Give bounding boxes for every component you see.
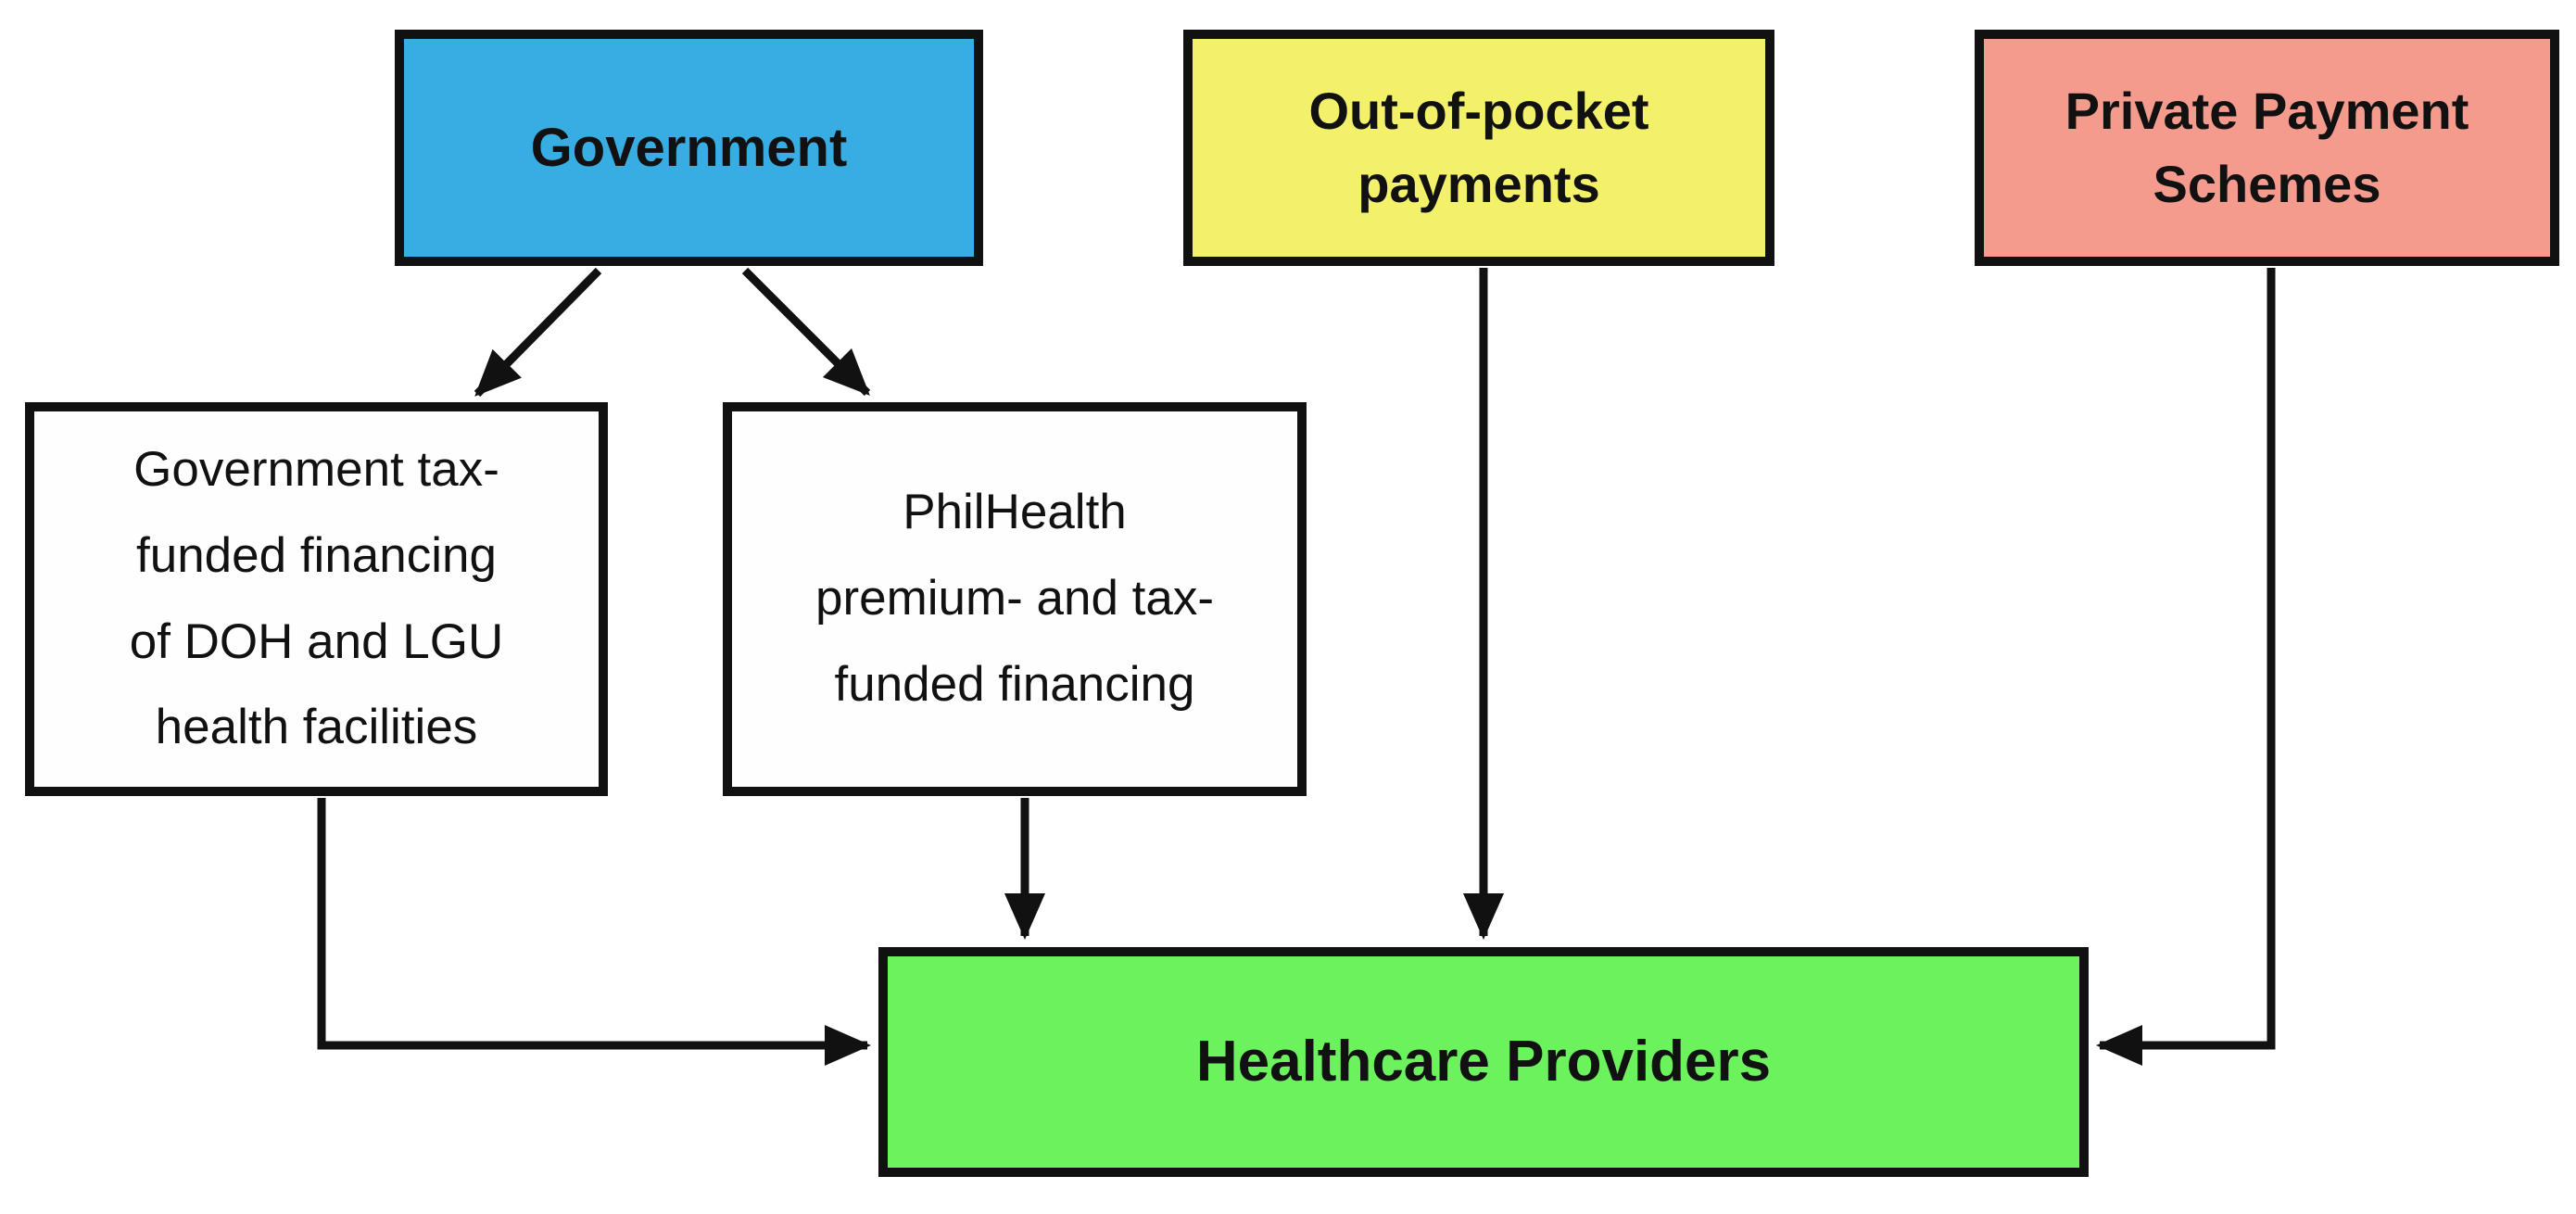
node-philhealth-financing: PhilHealth premium- and tax- funded fina… (723, 402, 1307, 796)
node-private-payment-schemes-label: Private Payment Schemes (2065, 82, 2469, 213)
edge-government-to-philhealth (741, 267, 871, 397)
edge-govtax-to-providers (317, 798, 871, 1066)
node-government-label: Government (530, 117, 848, 178)
node-healthcare-providers: Healthcare Providers (878, 947, 2089, 1177)
node-private-payment-schemes: Private Payment Schemes (1975, 30, 2559, 266)
node-government: Government (395, 30, 983, 266)
edge-government-to-govtax (474, 267, 602, 398)
node-healthcare-providers-label: Healthcare Providers (1195, 1029, 1772, 1094)
node-government-tax-funded-financing-label: Government tax- funded financing of DOH … (129, 442, 504, 755)
node-philhealth-financing-label: PhilHealth premium- and tax- funded fina… (814, 485, 1215, 712)
node-out-of-pocket-payments: Out-of-pocket payments (1183, 30, 1774, 266)
node-out-of-pocket-payments-label: Out-of-pocket payments (1308, 82, 1649, 213)
node-government-tax-funded-financing: Government tax- funded financing of DOH … (25, 402, 608, 796)
edge-private-to-providers (2096, 268, 2276, 1066)
